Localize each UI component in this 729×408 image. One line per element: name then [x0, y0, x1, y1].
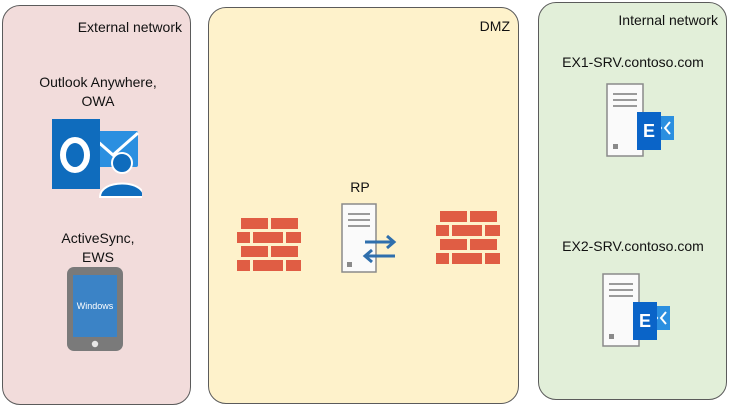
- reverse-proxy-server-icon: [341, 203, 397, 273]
- mobile-client-label: ActiveSync, EWS: [18, 229, 178, 267]
- exchange-server-icon: E: [606, 83, 674, 157]
- outlook-label-line2: OWA: [81, 93, 115, 109]
- server-1-label: EX1-SRV.contoso.com: [562, 54, 704, 70]
- reverse-proxy-label: RP: [350, 179, 370, 195]
- outlook-label-line1: Outlook Anywhere,: [39, 74, 157, 90]
- mobile-label-line2: EWS: [82, 249, 114, 265]
- server-2-label: EX2-SRV.contoso.com: [562, 238, 704, 254]
- outlook-icon: [52, 119, 142, 198]
- outlook-client-label: Outlook Anywhere, OWA: [18, 73, 178, 111]
- windows-phone-icon: Windows: [67, 267, 123, 351]
- svg-text:E: E: [639, 311, 651, 331]
- firewall-icon: [237, 218, 301, 271]
- external-network-title: External network: [77, 19, 182, 35]
- dmz-title: DMZ: [479, 18, 510, 34]
- exchange-server-icon: E: [602, 273, 670, 347]
- internal-network-title: Internal network: [618, 12, 718, 28]
- svg-text:E: E: [643, 121, 655, 141]
- dmz-zone: DMZ: [208, 7, 519, 404]
- phone-screen-text: Windows: [77, 301, 114, 311]
- mobile-label-line1: ActiveSync,: [61, 230, 135, 246]
- firewall-icon: [436, 211, 500, 264]
